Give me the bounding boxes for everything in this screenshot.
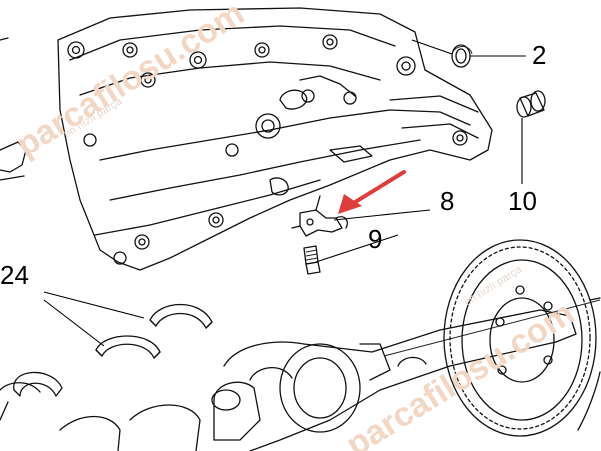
reluctor-ring xyxy=(443,239,601,437)
bushing xyxy=(516,90,546,118)
bearing-shells xyxy=(0,303,213,421)
seal-ring xyxy=(451,44,473,68)
callout-2: 2 xyxy=(532,40,547,70)
crankshaft-sensor xyxy=(291,195,348,237)
callout-8: 8 xyxy=(440,186,455,216)
sensor-bolt xyxy=(303,245,321,275)
left-bracket xyxy=(0,37,27,181)
leader-lines xyxy=(43,39,526,347)
crankshaft xyxy=(0,299,601,451)
callout-24: 24 xyxy=(0,260,29,290)
highlight-arrow xyxy=(338,170,406,214)
callout-9: 9 xyxy=(368,224,383,254)
engine-block xyxy=(57,7,493,271)
callout-10: 10 xyxy=(508,186,537,216)
